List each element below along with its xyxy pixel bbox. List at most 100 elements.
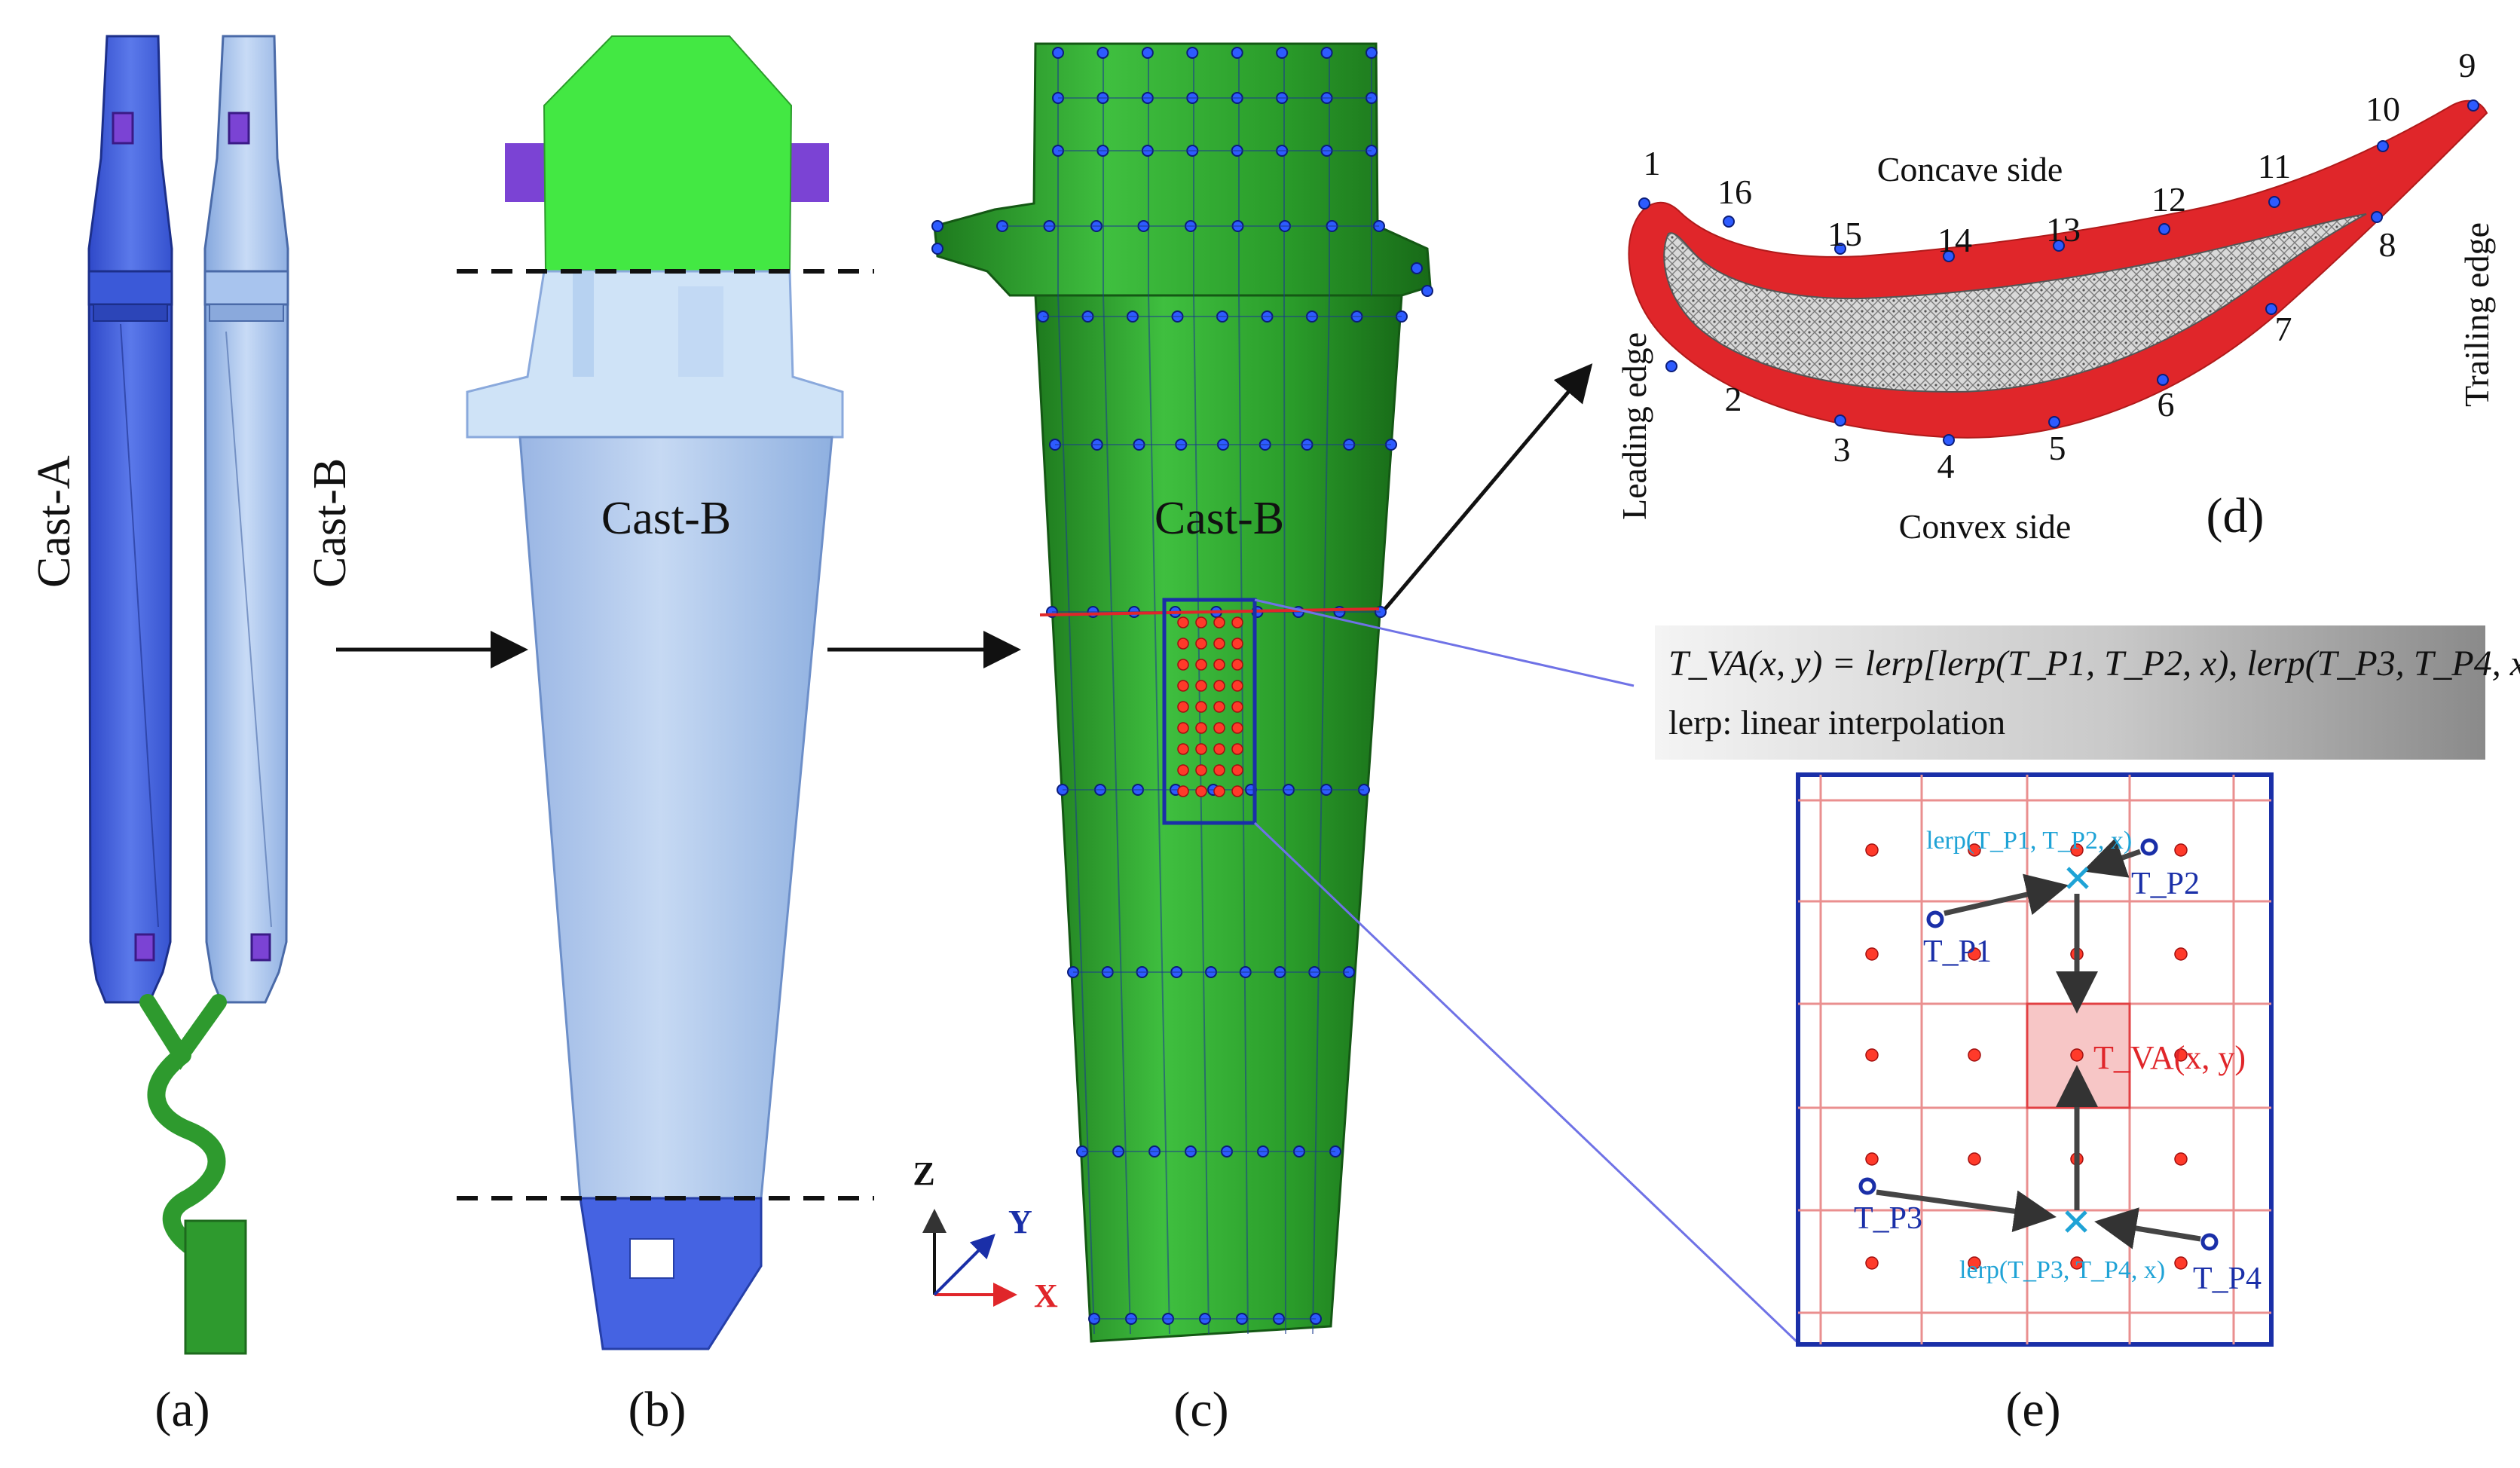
tva-label: T_VA(x, y) xyxy=(2093,1039,2246,1076)
axis-y-label: Y xyxy=(1008,1203,1032,1240)
airfoil-point-label: 8 xyxy=(2379,225,2396,264)
virtual-point xyxy=(1213,743,1225,755)
airfoil-point-label: 10 xyxy=(2366,90,2400,128)
interp-arrows xyxy=(1876,837,2201,1249)
mesh-node xyxy=(1096,47,1109,59)
zoom-line-top xyxy=(1254,598,1635,687)
mesh-lines xyxy=(1057,53,1372,1335)
virtual-point xyxy=(1177,785,1189,797)
mesh-node xyxy=(931,243,943,255)
panel-a-label: (a) xyxy=(154,1382,209,1437)
airfoil-point xyxy=(2265,303,2277,315)
grid-point xyxy=(1968,1152,1981,1166)
grid-point xyxy=(1865,843,1879,857)
zoom-region xyxy=(1162,598,1257,825)
virtual-point xyxy=(1231,764,1243,776)
airfoil-point-label: 15 xyxy=(1827,215,1862,253)
grid-point xyxy=(2174,1256,2188,1270)
airfoil-point xyxy=(2371,211,2383,223)
virtual-point xyxy=(1231,743,1243,755)
grid-point xyxy=(1968,947,1981,961)
grid-point xyxy=(1968,1256,1981,1270)
point-p1 xyxy=(1926,910,1944,928)
grid-point xyxy=(1865,1256,1879,1270)
mesh-node xyxy=(1186,47,1199,59)
concave-label: Concave side xyxy=(1877,150,2063,188)
airfoil-point xyxy=(2157,374,2169,386)
virtual-point xyxy=(1177,722,1189,734)
airfoil-point xyxy=(1665,360,1677,372)
tp4-label: T_P4 xyxy=(2193,1262,2262,1296)
tp3-label: T_P3 xyxy=(1854,1201,1922,1236)
virtual-point xyxy=(1177,764,1189,776)
panel-a: Cast-A Cast-B (a) xyxy=(29,35,356,1437)
formula-box xyxy=(1655,625,2485,760)
virtual-point xyxy=(1213,616,1225,628)
airfoil-point-label: 7 xyxy=(2275,310,2292,348)
airfoil-point-label: 2 xyxy=(1725,380,1742,418)
point-p4 xyxy=(2200,1233,2219,1251)
panel-c: Z Y X Cast-B (c) xyxy=(913,42,1433,1437)
mesh-node xyxy=(1052,47,1064,59)
grid-point xyxy=(2174,1152,2188,1166)
lerp-bottom-label: lerp(T_P3, T_P4, x) xyxy=(1959,1256,2165,1284)
airfoil-point xyxy=(1723,216,1735,228)
virtual-point xyxy=(1177,616,1189,628)
virtual-point xyxy=(1231,680,1243,692)
axes-triad: Z Y X xyxy=(913,1155,1058,1314)
airfoil-point-label: 16 xyxy=(1717,173,1752,211)
virtual-point xyxy=(1231,638,1243,650)
virtual-points xyxy=(1177,616,1243,797)
virtual-point xyxy=(1195,638,1207,650)
grid-point xyxy=(1968,843,1981,857)
virtual-point xyxy=(1213,638,1225,650)
purple-tab-right xyxy=(787,143,829,202)
panel-d-label: (d) xyxy=(2207,488,2265,543)
mesh-node xyxy=(1141,47,1154,59)
airfoil-point-label: 5 xyxy=(2049,429,2066,467)
virtual-point xyxy=(1177,701,1189,713)
trailing-edge-label: Trailing edge xyxy=(2457,222,2496,407)
virtual-point xyxy=(1177,680,1189,692)
grid-point xyxy=(2174,1048,2188,1062)
airfoil-point xyxy=(2268,196,2280,208)
virtual-point xyxy=(1195,701,1207,713)
grid-point xyxy=(1865,1152,1879,1166)
virtual-point xyxy=(1231,785,1243,797)
leading-edge-label: Leading edge xyxy=(1615,332,1653,520)
grid-point xyxy=(2174,947,2188,961)
mesh-node xyxy=(1421,285,1433,297)
purple-tab-left xyxy=(505,143,547,202)
mesh-node xyxy=(1276,47,1289,59)
tp1-label: T_P1 xyxy=(1923,934,1992,969)
grid-point xyxy=(2174,843,2188,857)
cast-b-model xyxy=(203,35,289,1004)
airfoil-point-label: 1 xyxy=(1644,144,1661,182)
panel-e: T_VA(x, y) = lerp[lerp(T_P1, T_P2, x), l… xyxy=(1655,625,2520,1437)
airfoil-point-label: 11 xyxy=(2258,147,2291,185)
lerp-note: lerp: linear interpolation xyxy=(1668,703,2005,742)
grid-point xyxy=(2070,1048,2084,1062)
gating-system xyxy=(139,994,247,1355)
airfoil-point xyxy=(1834,414,1846,427)
blade-b xyxy=(518,436,833,1200)
virtual-point xyxy=(1213,659,1225,671)
cast-a-label: Cast-A xyxy=(29,455,80,588)
airfoil-point xyxy=(2048,416,2060,428)
green-top-block xyxy=(543,35,793,272)
grid-point xyxy=(1865,947,1879,961)
panel-b: Cast-B (b) xyxy=(457,35,874,1437)
virtual-point xyxy=(1231,701,1243,713)
airfoil-point-label: 14 xyxy=(1937,221,1972,259)
airfoil-point xyxy=(1943,434,1955,446)
airfoil-point xyxy=(1943,250,1955,262)
grid-point xyxy=(2070,1256,2084,1270)
virtual-point xyxy=(1195,764,1207,776)
virtual-point xyxy=(1231,616,1243,628)
lerp-crosses xyxy=(2065,867,2089,1233)
airfoil-point xyxy=(2053,240,2065,252)
virtual-point xyxy=(1195,743,1207,755)
virtual-point xyxy=(1213,785,1225,797)
airfoil-core xyxy=(1663,213,2367,393)
